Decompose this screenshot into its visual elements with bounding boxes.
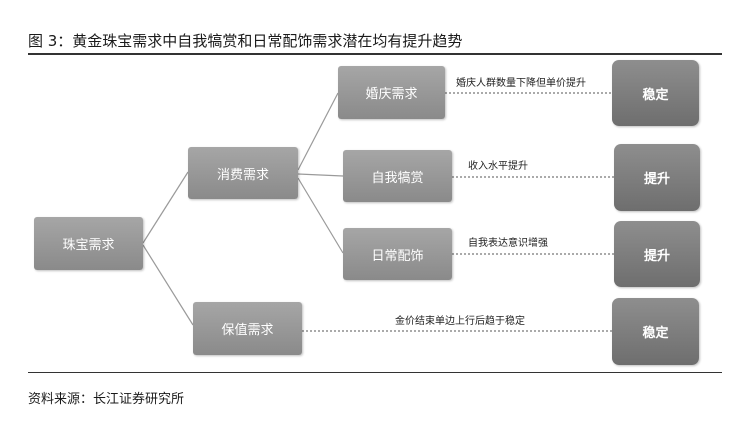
connector-root-consumption [142,171,189,244]
node-root: 珠宝需求 [34,217,143,270]
connector-consumption-daily [297,177,344,254]
outcome-daily-accessory: 提升 [614,221,700,287]
edge-label-wedding: 婚庆人群数量下降但单价提升 [456,78,586,89]
connector-consumption-wedding [297,92,339,171]
node-consumption: 消费需求 [188,147,298,199]
edge-label-self-reward: 收入水平提升 [468,161,528,172]
node-preservation: 保值需求 [193,302,302,355]
figure-source: 资料来源：长江证券研究所 [28,392,185,407]
outcome-preservation: 稳定 [612,298,699,365]
connector-root-preservation [142,244,194,326]
outcome-self-reward: 提升 [614,144,700,211]
outcome-wedding: 稳定 [612,60,699,126]
figure-title: 图 3：黄金珠宝需求中自我犒赏和日常配饰需求潜在均有提升趋势 [28,32,463,50]
bottom-rule [28,372,722,373]
node-daily-accessory: 日常配饰 [343,228,452,280]
top-rule [28,53,722,55]
node-wedding: 婚庆需求 [338,66,445,119]
edge-label-daily-accessory: 自我表达意识增强 [468,238,548,249]
node-self-reward: 自我犒赏 [343,150,452,202]
edge-label-preservation: 金价结束单边上行后趋于稳定 [395,316,525,327]
connector-consumption-self-reward [297,173,344,177]
